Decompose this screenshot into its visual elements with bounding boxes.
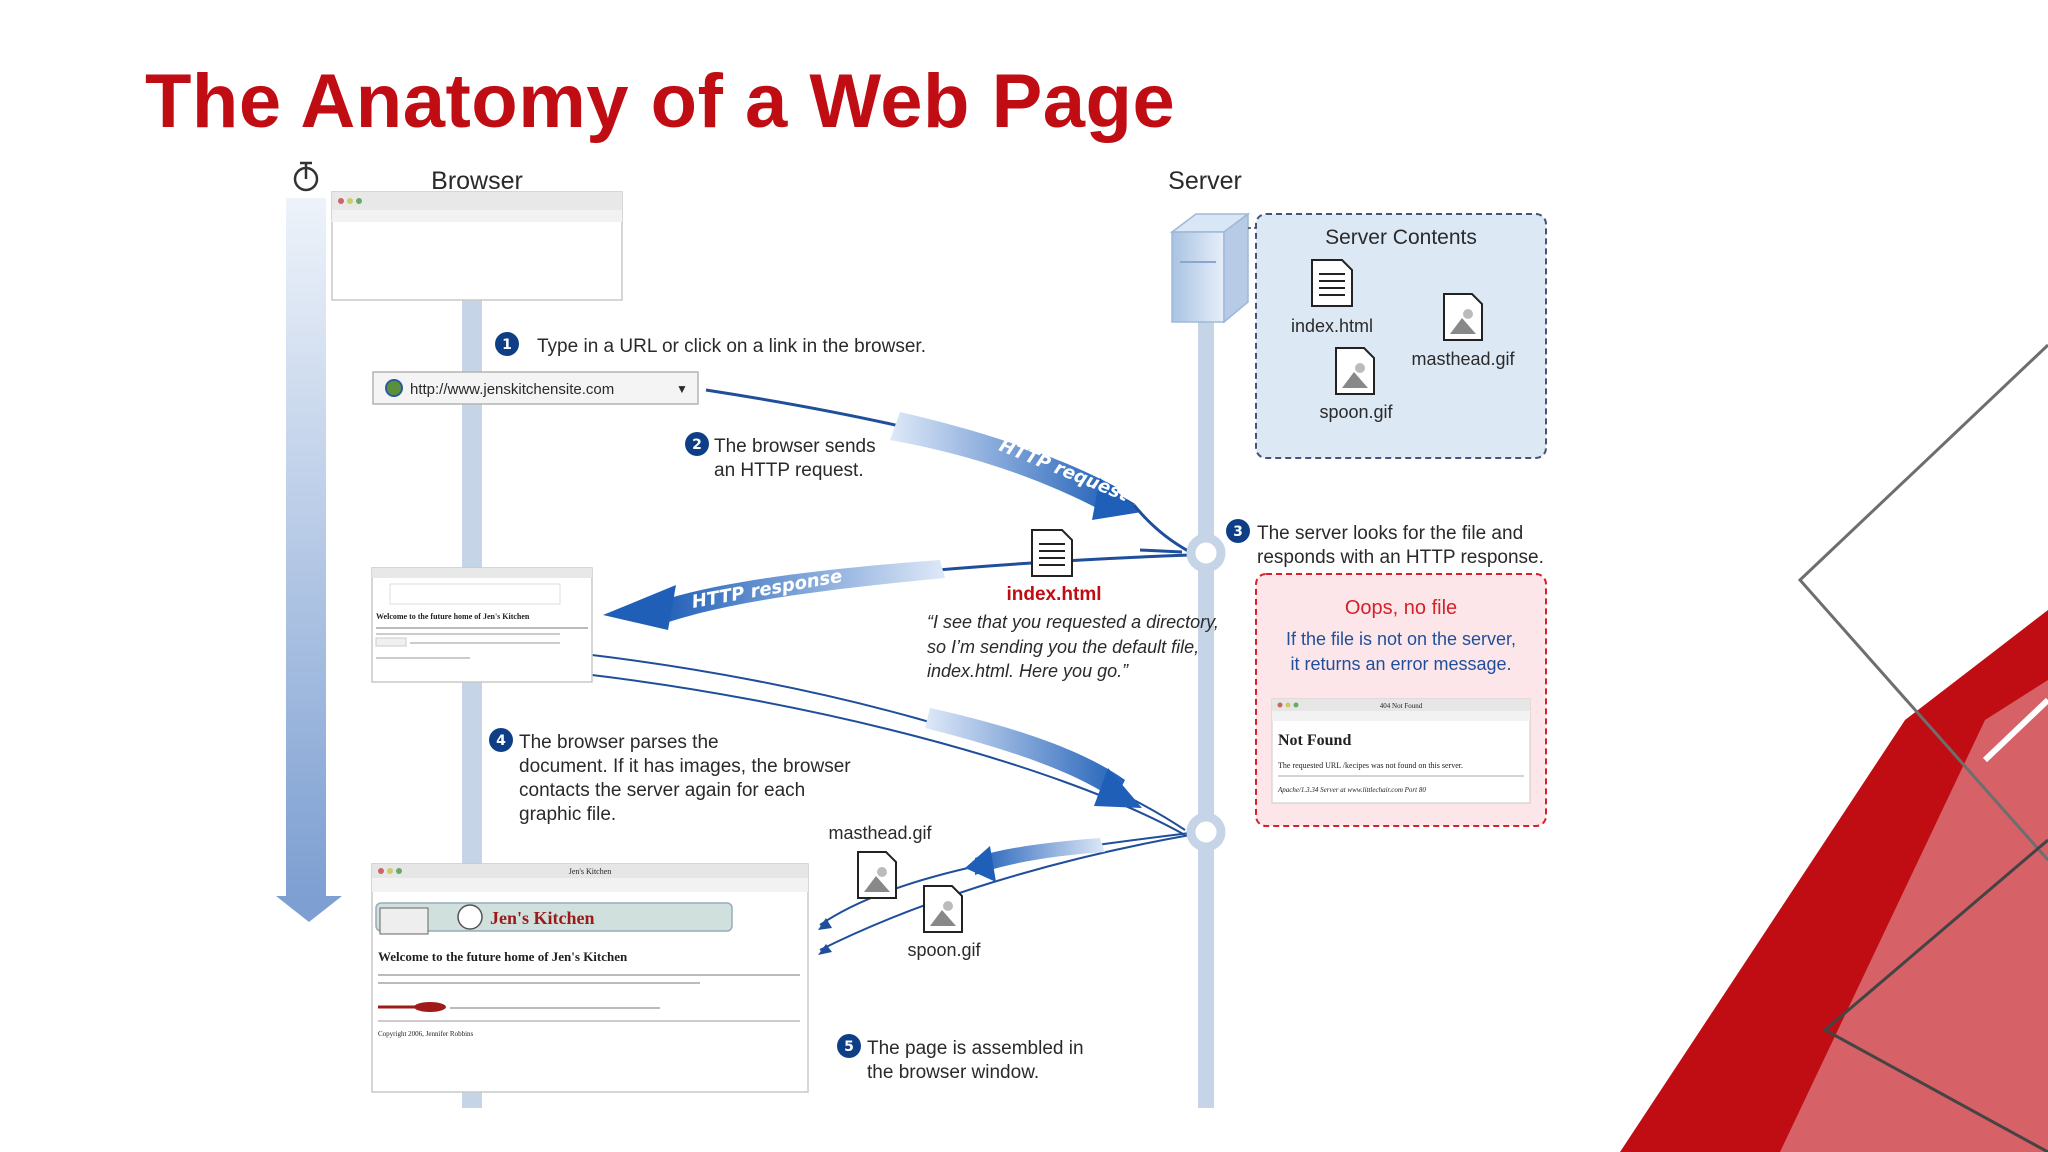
- step-1: 1 Type in a URL or click on a link in th…: [495, 332, 926, 357]
- server-contents-heading: Server Contents: [1325, 226, 1477, 249]
- step-text: The server looks for the file and: [1257, 523, 1523, 544]
- svg-text:1: 1: [502, 337, 512, 353]
- assembled-logo-text: Jen's Kitchen: [490, 908, 595, 928]
- image-request-arrows: [591, 654, 1186, 836]
- step-text: responds with an HTTP response.: [1257, 547, 1544, 568]
- step-text: The browser parses the: [519, 732, 719, 753]
- image-file-icon: [1335, 347, 1375, 395]
- page-title: The Anatomy of a Web Page: [145, 59, 1176, 144]
- step-4: 4 The browser parses the document. If it…: [489, 728, 851, 825]
- server-node: [1186, 812, 1226, 852]
- image-file-icon: [923, 885, 963, 933]
- url-text: http://www.jenskitchensite.com: [410, 381, 614, 398]
- server-lifeline: [1198, 320, 1214, 1108]
- not-found-heading: Not Found: [1278, 732, 1351, 749]
- transit-file-spoon: spoon.gif: [907, 940, 981, 960]
- server-file-index: index.html: [1291, 316, 1373, 336]
- mini-page-heading: Welcome to the future home of Jen's Kitc…: [376, 612, 530, 621]
- step-5: 5 The page is assembled in the browser w…: [837, 1034, 1084, 1083]
- server-contents-panel: Server Contents index.html masthead.gif …: [1255, 213, 1547, 459]
- browser-window-assembled: Jen's Kitchen Jen's Kitchen Welcome to t…: [371, 863, 809, 1093]
- step-text: contacts the server again for each: [519, 780, 805, 801]
- spoon-image: [414, 1002, 446, 1012]
- globe-icon: [385, 379, 403, 397]
- image-file-icon: [1443, 293, 1483, 341]
- chevron-down-icon: ▼: [676, 382, 688, 396]
- not-found-window-title: 404 Not Found: [1380, 702, 1423, 710]
- browser-window-empty: [331, 191, 623, 301]
- assembled-copyright: Copyright 2006, Jennifer Robbins: [378, 1030, 474, 1038]
- file-icon: [1311, 259, 1353, 307]
- response-quote-line: “I see that you requested a directory,: [927, 612, 1219, 632]
- not-found-footer: Apache/1.3.34 Server at www.littlechair.…: [1277, 786, 1426, 794]
- svg-text:4: 4: [496, 733, 506, 749]
- image-file-icon: [857, 851, 897, 899]
- server-file-spoon: spoon.gif: [1319, 402, 1393, 422]
- step-text: graphic file.: [519, 804, 616, 825]
- step-2: 2 The browser sends an HTTP request.: [685, 432, 876, 481]
- image-response-arrows: [818, 832, 1191, 955]
- timeline: [276, 161, 342, 922]
- browser-window-parsed: Welcome to the future home of Jen's Kitc…: [371, 567, 593, 683]
- svg-text:3: 3: [1233, 524, 1243, 540]
- step-text: document. If it has images, the browser: [519, 756, 851, 777]
- svg-text:5: 5: [844, 1039, 854, 1055]
- assembled-page-heading: Welcome to the future home of Jen's Kitc…: [378, 949, 628, 964]
- response-file-name: index.html: [1006, 584, 1101, 605]
- response-quote-line: index.html. Here you go.”: [927, 661, 1129, 681]
- masthead-image: [379, 907, 429, 935]
- error-heading: Oops, no file: [1345, 597, 1457, 619]
- error-panel: Oops, no file If the file is not on the …: [1255, 573, 1547, 827]
- error-text-line: it returns an error message.: [1290, 654, 1511, 674]
- step-text: the browser window.: [867, 1062, 1039, 1083]
- step-text: The page is assembled in: [867, 1038, 1084, 1059]
- not-found-window: 404 Not Found Not Found The requested UR…: [1271, 698, 1531, 804]
- response-quote-line: so I’m sending you the default file,: [927, 637, 1199, 657]
- step-text: Type in a URL or click on a link in the …: [537, 336, 926, 357]
- step-text: an HTTP request.: [714, 460, 864, 481]
- server-tower-icon: [1169, 212, 1251, 324]
- file-icon: [1031, 529, 1073, 577]
- url-bar[interactable]: http://www.jenskitchensite.com ▼: [372, 371, 699, 405]
- step-3: 3 The server looks for the file and resp…: [1226, 519, 1544, 568]
- assembled-window-title: Jen's Kitchen: [569, 867, 612, 876]
- not-found-text: The requested URL /kecipes was not found…: [1278, 761, 1463, 770]
- svg-text:2: 2: [692, 437, 702, 453]
- browser-column-label: Browser: [431, 167, 523, 195]
- http-response-label: HTTP response: [690, 566, 844, 613]
- transit-file-masthead: masthead.gif: [828, 823, 932, 843]
- server-node: [1186, 533, 1226, 573]
- step-text: The browser sends: [714, 436, 876, 457]
- server-column-label: Server: [1168, 167, 1242, 195]
- corner-decoration: [1620, 343, 2048, 1152]
- error-text-line: If the file is not on the server,: [1286, 629, 1516, 649]
- server-file-masthead: masthead.gif: [1411, 349, 1515, 369]
